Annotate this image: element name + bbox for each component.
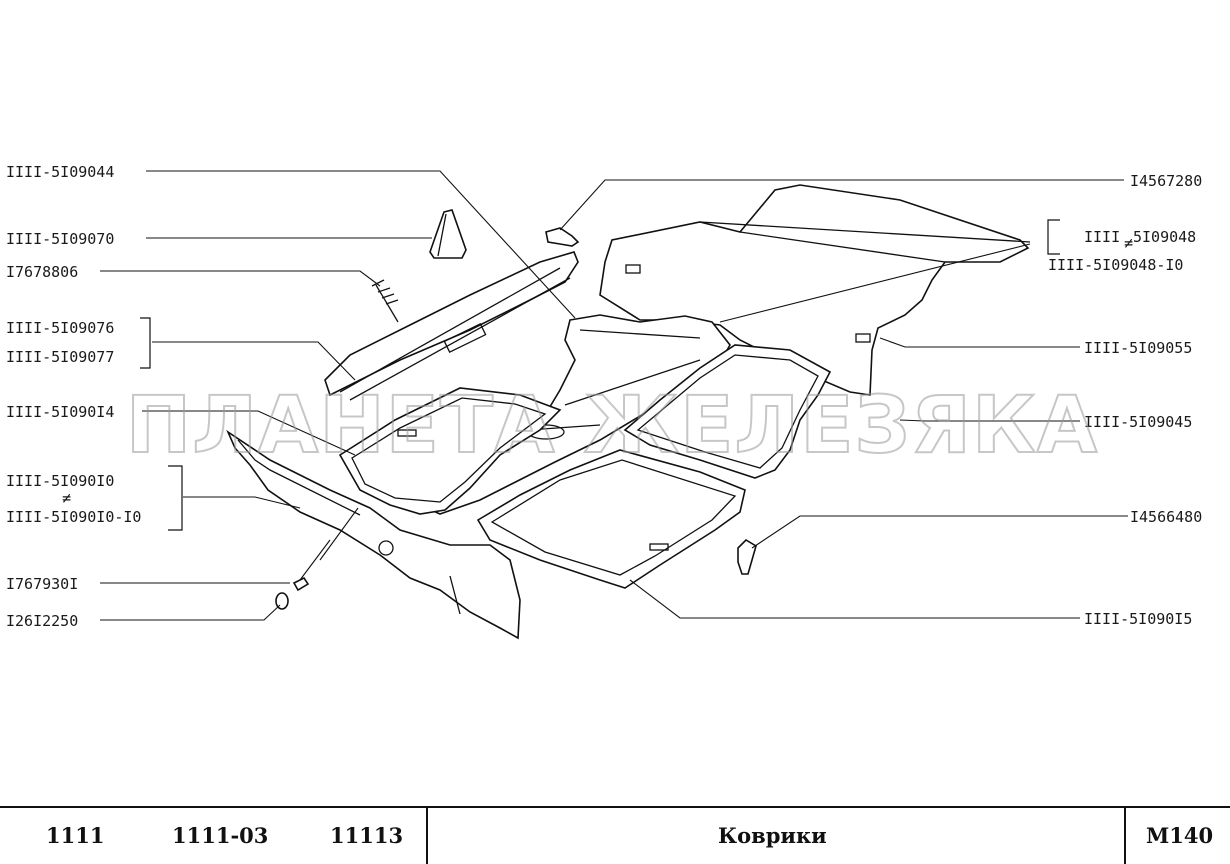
front-right-mat-inner — [490, 459, 737, 576]
mat-badge-1 — [397, 429, 417, 437]
gear-boot — [429, 209, 467, 259]
label-part: IIII-5I09076 — [6, 319, 114, 337]
footer-bar: 1111 1111-03 11113 Коврики M140 — [0, 806, 1230, 864]
side-carpet-fold — [237, 439, 461, 615]
rear-carpet-slot-2 — [855, 333, 871, 343]
sill-slot — [443, 322, 487, 354]
rear-floor-carpet — [599, 184, 1030, 396]
gear-boot-seam — [437, 213, 447, 257]
mat-badge-2 — [649, 543, 669, 551]
rear-carpet-slot-1 — [625, 264, 641, 274]
label-part: IIII-5I090I0 — [6, 472, 114, 490]
front-left-mat — [338, 387, 562, 515]
label-part: I767930I — [6, 575, 78, 593]
footer-divider — [426, 808, 428, 864]
small-clip-icon — [292, 576, 310, 592]
label-part: IIII-5I090I4 — [6, 403, 114, 421]
bracket-right — [1047, 219, 1060, 255]
label-part: I26I2250 — [6, 612, 78, 630]
label-variant-mark: ≠ — [62, 489, 71, 507]
tunnel-carpet — [418, 314, 731, 515]
label-variant-mark: ≠ — [1124, 234, 1133, 252]
label-part: I4566480 — [1130, 508, 1202, 526]
front-left-mat-inner — [351, 397, 547, 503]
label-part: I7678806 — [6, 263, 78, 281]
plug-icon — [275, 592, 289, 610]
clip-icon — [545, 227, 580, 247]
label-part: IIII-5I090I5 — [1084, 610, 1192, 628]
bracket-left-1 — [140, 317, 151, 369]
footer-model-3: 11113 — [330, 823, 404, 848]
front-right-mat — [476, 449, 746, 589]
label-part: 5I09048 — [1133, 228, 1196, 246]
left-sill-groove — [339, 267, 571, 401]
rear-right-mat-inner — [636, 354, 819, 469]
footer-page-code: M140 — [1146, 823, 1214, 848]
front-side-carpet — [226, 429, 521, 640]
label-part: IIII-5I09077 — [6, 348, 114, 366]
label-part: IIII-5I09070 — [6, 230, 114, 248]
label-part: IIII-5I09048-I0 — [1048, 256, 1183, 274]
watermark: ПЛАНЕТА ЖЕЛЕЗЯКА — [126, 381, 1098, 471]
leader-lines — [100, 170, 1128, 621]
label-part: IIII — [1084, 228, 1120, 246]
label-part: IIII-5I09055 — [1084, 339, 1192, 357]
footer-title: Коврики — [718, 823, 827, 848]
label-part: I4567280 — [1130, 172, 1202, 190]
side-carpet-hole — [378, 540, 394, 556]
label-part: IIII-5I09045 — [1084, 413, 1192, 431]
footer-model-2: 1111-03 — [172, 823, 269, 848]
label-part: IIII-5I090I0-I0 — [6, 508, 141, 526]
left-sill-strip — [324, 251, 579, 397]
footer-divider — [1124, 808, 1126, 864]
rear-carpet-edge — [699, 221, 1031, 263]
label-part: IIII-5I09044 — [6, 163, 114, 181]
rear-right-mat — [623, 344, 832, 479]
push-clip-icon — [737, 538, 757, 575]
footer-model-1: 1111 — [46, 823, 105, 848]
screw-icon — [371, 279, 399, 323]
bracket-left-2 — [168, 465, 183, 531]
